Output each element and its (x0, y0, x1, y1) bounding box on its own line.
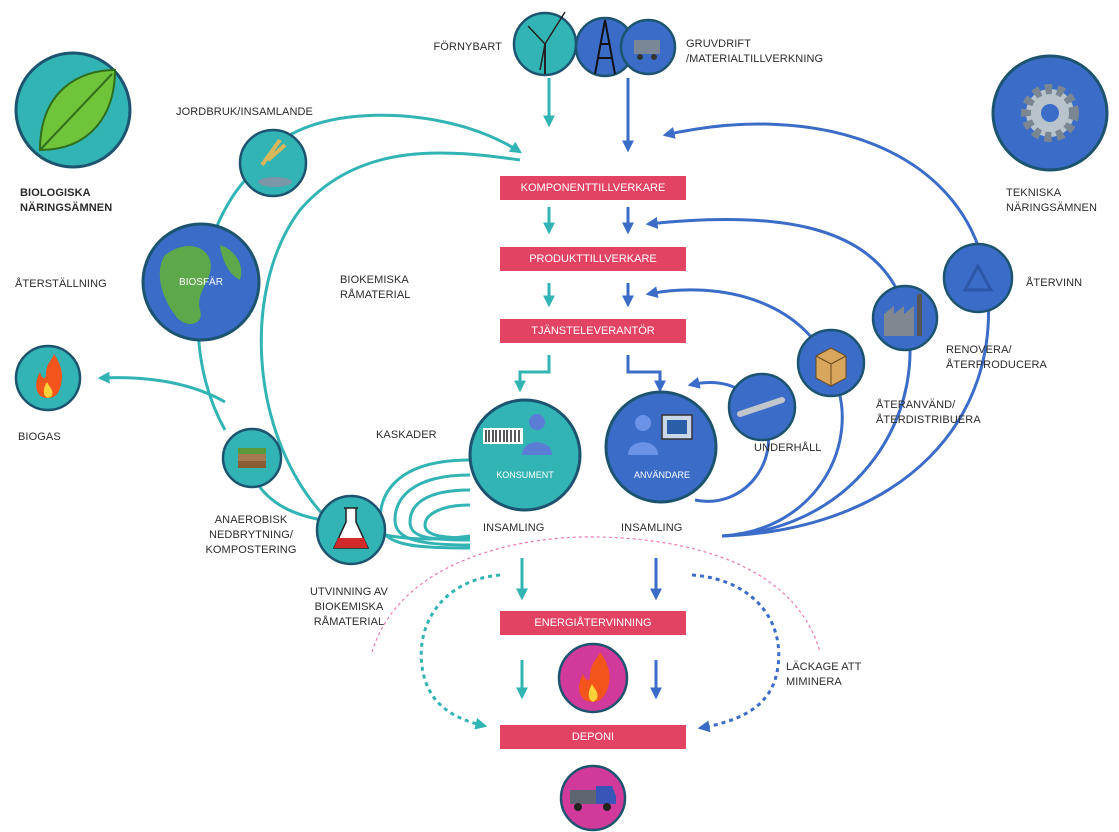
barcode-person-icon (468, 398, 582, 512)
label-extraction: UTVINNING AV BIOKEMISKA RÅMATERIAL (309, 586, 388, 628)
flow-cascade-4 (378, 458, 471, 550)
label-anaerobic: ANAEROBISK NEDBRYTNING/ KOMPOSTERING (205, 514, 297, 556)
process-box-parts-manufacturer: KOMPONENTTILLVERKARE (500, 176, 686, 200)
truck-icon (559, 764, 627, 832)
flow-biogas-out (97, 371, 226, 404)
label-reuse: ÅTERANVÄND/ ÅTERDISTRIBUERA (876, 399, 981, 426)
mining-cart-icon (619, 18, 677, 76)
label-cascades: KASKADER (376, 429, 437, 441)
label-user: ANVÄNDARE (633, 470, 690, 480)
label-maintain: UNDERHÅLL (754, 442, 822, 454)
label-biochemical-feedstock: BIOKEMISKA RÅMATERIAL (340, 274, 411, 301)
label-leakage: LÄCKAGE ATT MIMINERA (786, 661, 862, 688)
flow-leak-bio (419, 573, 501, 730)
globe-icon (141, 222, 261, 342)
label-collection-tech: INSAMLING (621, 522, 683, 534)
process-box-landfill: DEPONI (500, 725, 686, 749)
wheat-fish-icon (238, 128, 308, 198)
label-mining: GRUVDRIFT /MATERIALTILLVERKNING (686, 38, 824, 65)
computer-person-icon (604, 390, 718, 504)
label-technical-nutrients: TEKNISKA NÄRINGSÄMNEN (1006, 187, 1098, 214)
label-farming: JORDBRUK/INSAMLANDE (176, 106, 313, 118)
process-box-service-provider: TJÄNSTELEVERANTÖR (500, 319, 686, 343)
flow-cascade-3 (393, 473, 471, 547)
wind-turbine-icon (512, 11, 578, 77)
soil-layers-icon (221, 427, 283, 489)
flow-biochem-arc (259, 151, 521, 522)
flow-cascade-2 (408, 488, 471, 542)
label-renewable: FÖRNYBART (433, 41, 502, 53)
label-restoration: ÅTERSTÄLLNING (15, 278, 107, 290)
process-box-product-manufacturer: PRODUKTTILLVERKARE (500, 247, 686, 271)
flow-to-consumer (514, 355, 551, 393)
factory-icon (871, 284, 939, 352)
process-box-energy-recovery: ENERGIÅTERVINNING (500, 611, 686, 635)
flow-leak-tech (691, 573, 781, 733)
label-recycle: ÅTERVINN (1026, 277, 1083, 289)
flow-farming-arc (266, 113, 523, 156)
leaf-icon (14, 51, 132, 169)
label-biological-nutrients: BIOLOGISKA NÄRINGSÄMNEN (20, 187, 113, 214)
fire-icon (14, 344, 82, 412)
gear-icon (991, 54, 1109, 172)
flask-icon (315, 494, 387, 566)
fire-energy-icon (557, 642, 629, 714)
label-collection-bio: INSAMLING (483, 522, 545, 534)
flow-to-user (626, 355, 666, 393)
box-icon (796, 328, 866, 398)
label-refurbish: RENOVERA/ ÅTERPRODUCERA (946, 344, 1047, 371)
recycle-icon (942, 242, 1014, 314)
flow-cascade-1 (423, 503, 471, 540)
label-biogas: BIOGAS (18, 431, 61, 443)
wrench-icon (727, 372, 797, 442)
label-biosphere: BIOSFÄR (179, 277, 223, 288)
label-consumer: KONSUMENT (496, 470, 554, 480)
